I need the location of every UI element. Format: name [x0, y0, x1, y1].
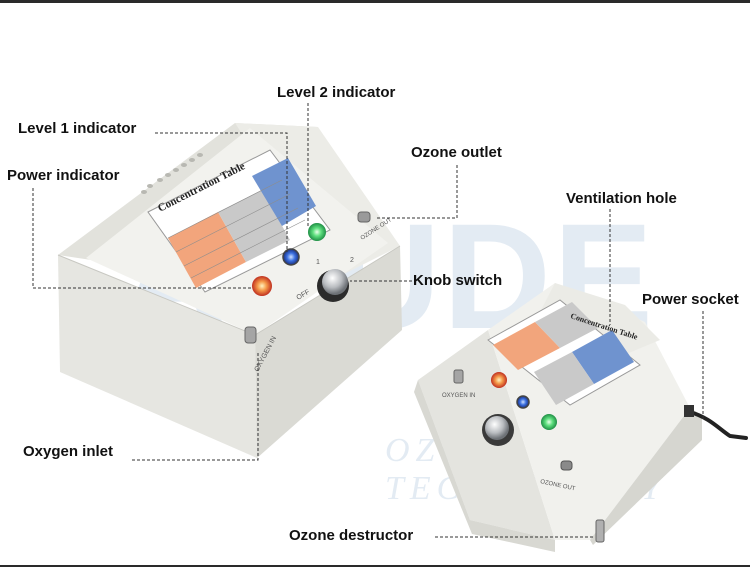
left-level2-led	[308, 223, 326, 241]
leader-lines	[32, 103, 704, 538]
bottom-border	[0, 565, 750, 567]
left-vent-holes	[141, 153, 203, 194]
left-power-led	[252, 276, 272, 296]
right-level2-led	[541, 414, 557, 430]
right-power-led	[491, 372, 507, 388]
label-power-indicator: Power indicator	[7, 167, 120, 184]
right-oxygen-inlet-port	[453, 369, 464, 384]
power-cable	[688, 410, 748, 440]
label-ozone-outlet: Ozone outlet	[411, 144, 502, 161]
svg-text:1: 1	[316, 259, 320, 266]
label-level2-indicator: Level 2 indicator	[277, 84, 396, 101]
top-border	[0, 0, 750, 3]
left-concentration-table	[147, 149, 331, 293]
device-left: Concentration Table OFF 1 2 OZONE OUT OX…	[57, 123, 402, 458]
svg-text:OXYGEN IN: OXYGEN IN	[442, 393, 475, 399]
right-level1-led	[516, 395, 530, 409]
device-right: Concentration Table OXYGEN IN OZONE OUT	[414, 283, 748, 552]
label-power-socket: Power socket	[642, 291, 739, 308]
right-knob	[485, 416, 509, 440]
label-ozone-destructor: Ozone destructor	[289, 527, 414, 544]
left-device-right-face	[255, 246, 402, 458]
left-device-front-face	[58, 255, 257, 458]
label-ventilation-hole: Ventilation hole	[566, 190, 677, 207]
left-level1-led	[282, 248, 300, 266]
left-ozone-outlet-port	[357, 211, 371, 223]
left-oxygen-inlet-port	[244, 326, 257, 344]
right-ozone-outlet-port	[560, 460, 573, 471]
label-knob-switch: Knob switch	[413, 272, 503, 289]
label-oxygen-inlet: Oxygen inlet	[23, 443, 114, 460]
svg-text:2: 2	[350, 257, 354, 264]
ozone-destructor-pipe	[595, 519, 605, 543]
right-concentration-table	[487, 299, 641, 406]
left-knob	[322, 269, 348, 295]
label-level1-indicator: Level 1 indicator	[18, 120, 137, 137]
